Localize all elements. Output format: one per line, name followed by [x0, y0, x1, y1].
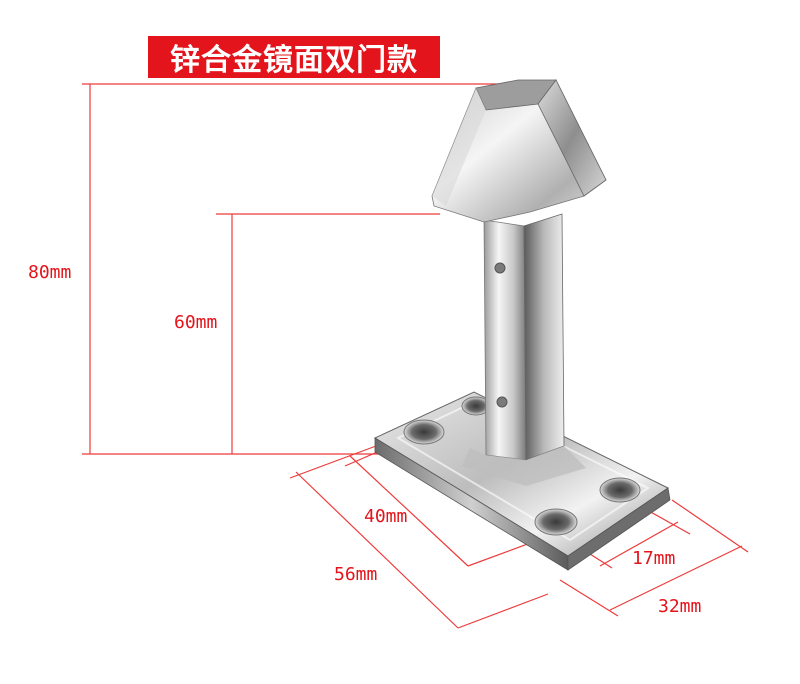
dimension-label-80mm: 80mm [28, 262, 72, 283]
dimension-label-32mm: 32mm [658, 596, 702, 617]
mounting-hole [599, 477, 641, 503]
dimension-label-17mm: 17mm [632, 548, 676, 569]
stem [462, 213, 586, 486]
dimension-label-40mm: 40mm [364, 506, 408, 527]
dimension-label-60mm: 60mm [174, 312, 218, 333]
dimension-lines [82, 83, 749, 629]
mounting-hole [534, 508, 578, 536]
mounting-hole [403, 419, 445, 445]
title-banner: 锌合金镜面双门款 [148, 36, 440, 78]
dimension-label-56mm: 56mm [334, 564, 378, 585]
arrow-head [431, 79, 607, 223]
